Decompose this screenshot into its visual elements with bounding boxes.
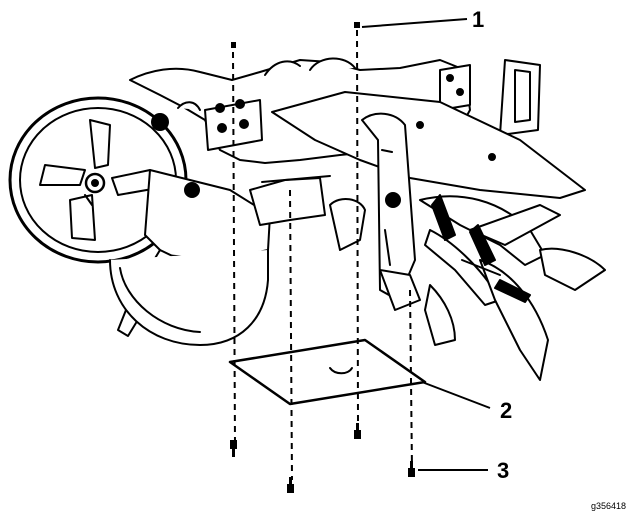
- bolt-icon: [287, 477, 294, 493]
- figure-id: g356418: [591, 501, 626, 511]
- callout-leaders: [361, 18, 491, 471]
- callout-1: 1: [472, 7, 484, 32]
- bolt-alignment-lines: [232, 29, 413, 481]
- engine-frame: [129, 57, 541, 164]
- lower-housing: [109, 175, 331, 346]
- skid-plate: [228, 338, 427, 406]
- bolt-icon: [230, 42, 237, 457]
- callout-3: 3: [497, 458, 509, 483]
- bolt-icon: [408, 461, 415, 477]
- callout-2: 2: [500, 398, 512, 423]
- tine-shield: [271, 91, 586, 199]
- tine-assembly: [329, 112, 606, 381]
- bolts: [230, 22, 415, 493]
- transport-wheel: [8, 96, 188, 264]
- bolt-icon: [354, 22, 361, 439]
